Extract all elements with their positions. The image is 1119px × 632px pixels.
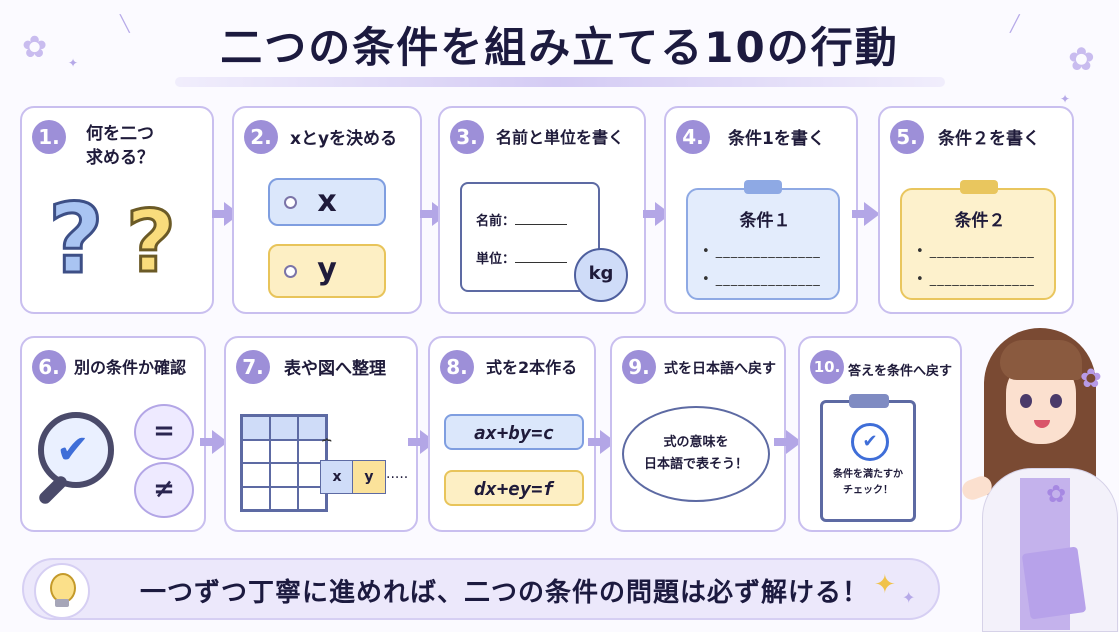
step-card-5: 5. 条件２を書く 条件２ • ______________ • _______…	[878, 106, 1074, 314]
smile	[1034, 420, 1050, 428]
equation-1: ax+by=c	[444, 414, 584, 450]
sparkle-icon: ✦	[902, 588, 916, 607]
question-mark-icon-blue: ?	[47, 183, 106, 296]
condition-2-note: 条件２ • ______________ • ______________	[900, 180, 1056, 300]
eye-right	[1050, 394, 1062, 408]
question-mark-icon-yellow: ?	[125, 191, 178, 294]
step-label: 条件1を書く	[728, 129, 825, 149]
book	[1021, 546, 1087, 620]
page-title: 二つの条件を組み立てる10の行動	[220, 23, 899, 72]
sparkle-icon: ✦	[68, 56, 79, 70]
step-label: 表や図へ整理	[284, 359, 386, 379]
eye-left	[1020, 394, 1032, 408]
trailing-dots: .....	[386, 466, 409, 482]
note-line: • ______________	[702, 244, 821, 259]
step-card-2: 2. xとyを決める x y	[232, 106, 422, 314]
note-line: • ______________	[916, 272, 1035, 287]
step-label: xとyを決める	[290, 129, 398, 149]
step-card-7: 7. 表や図へ整理 ⏞ x y .....	[224, 336, 418, 532]
arrow-icon	[852, 202, 880, 226]
unit-line: 単位：	[476, 248, 568, 267]
hair-fringe	[1000, 340, 1082, 380]
variable-x-tag: x	[268, 178, 386, 226]
sparkle-icon: ✦	[1060, 92, 1071, 106]
note-line: • ______________	[916, 244, 1035, 259]
not-equal-bubble: ≠	[134, 462, 194, 518]
check-circle-icon: ✔	[851, 423, 889, 461]
step-card-10: 10. 答えを条件へ戻す ✔ 条件を満たすか チェック！	[798, 336, 962, 532]
title-underline	[175, 77, 945, 87]
clip-icon	[849, 394, 889, 408]
magnifier-icon: ✔	[38, 412, 114, 488]
hair-flower-icon: ✿	[1080, 364, 1102, 394]
step-label: 別の条件か確認	[74, 358, 187, 377]
y-cell: y	[352, 460, 386, 494]
name-line: 名前：	[476, 210, 568, 229]
step-label: 何を二つ 求める？	[86, 124, 154, 168]
clip-icon	[744, 180, 782, 194]
coat-flower-icon: ✿	[1046, 480, 1067, 508]
variable-x: x	[317, 184, 337, 219]
tag-hole	[284, 265, 297, 278]
clip-icon	[960, 180, 998, 194]
unit-badge: kg	[574, 248, 628, 302]
check-icon: ✔	[56, 427, 90, 473]
clipboard-icon: ✔ 条件を満たすか チェック！	[820, 394, 916, 522]
step-number: 4.	[676, 120, 710, 154]
note-title: 条件２	[954, 211, 1006, 231]
bottom-banner: 一つずつ丁寧に進めれば、二つの条件の問題は必ず解ける！ ✦ ✦	[22, 558, 940, 620]
tag-hole	[284, 196, 297, 209]
note-line: • ______________	[702, 272, 821, 287]
teacher-illustration: ✿ ✿	[959, 318, 1119, 632]
step-card-6: 6. 別の条件か確認 ✔ = ≠	[20, 336, 206, 532]
step-label: 式を2本作る	[486, 358, 578, 377]
note-title: 条件１	[739, 211, 791, 231]
flower-icon-right: ✿	[1068, 40, 1095, 78]
check-text: 条件を満たすか チェック！	[833, 469, 903, 496]
condition-1-note: 条件１ • ______________ • ______________	[686, 180, 840, 300]
sparkle-icon: ✦	[874, 570, 896, 600]
sparkle-icon: ╲	[120, 14, 130, 33]
step-card-1: 1. 何を二つ 求める？ ? ?	[20, 106, 214, 314]
equal-bubble: =	[134, 404, 194, 460]
step-number: 6.	[32, 350, 66, 384]
step-number: 3.	[450, 120, 484, 154]
x-cell: x	[320, 460, 354, 494]
step-number: 10.	[810, 350, 844, 384]
brace-icon: ⏞	[322, 438, 332, 457]
step-label: 条件２を書く	[938, 129, 1040, 149]
step-label: 答えを条件へ戻す	[848, 364, 953, 379]
step-number: 5.	[890, 120, 924, 154]
speech-bubble: 式の意味を 日本語で表そう！	[622, 406, 770, 502]
step-number: 7.	[236, 350, 270, 384]
lightbulb-icon	[34, 563, 90, 619]
grid-table-icon	[240, 414, 328, 512]
bottom-message: 一つずつ丁寧に進めれば、二つの条件の問題は必ず解ける！	[140, 578, 870, 608]
sparkle-icon: ╱	[1010, 14, 1020, 33]
step-number: 1.	[32, 120, 66, 154]
step-card-4: 4. 条件1を書く 条件１ • ______________ • _______…	[664, 106, 858, 314]
step-card-3: 3. 名前と単位を書く 名前： 単位： kg	[438, 106, 646, 314]
step-label: 式を日本語へ戻す	[664, 361, 776, 377]
step-number: 2.	[244, 120, 278, 154]
variable-y-tag: y	[268, 244, 386, 298]
step-card-8: 8. 式を2本作る ax+by=c dx+ey=f	[428, 336, 596, 532]
equation-2: dx+ey=f	[444, 470, 584, 506]
flower-icon-left: ✿	[22, 30, 48, 65]
step-label: 名前と単位を書く	[496, 128, 625, 147]
step-number: 8.	[440, 350, 474, 384]
step-card-9: 9. 式を日本語へ戻す 式の意味を 日本語で表そう！	[610, 336, 786, 532]
step-number: 9.	[622, 350, 656, 384]
variable-y: y	[317, 252, 337, 287]
